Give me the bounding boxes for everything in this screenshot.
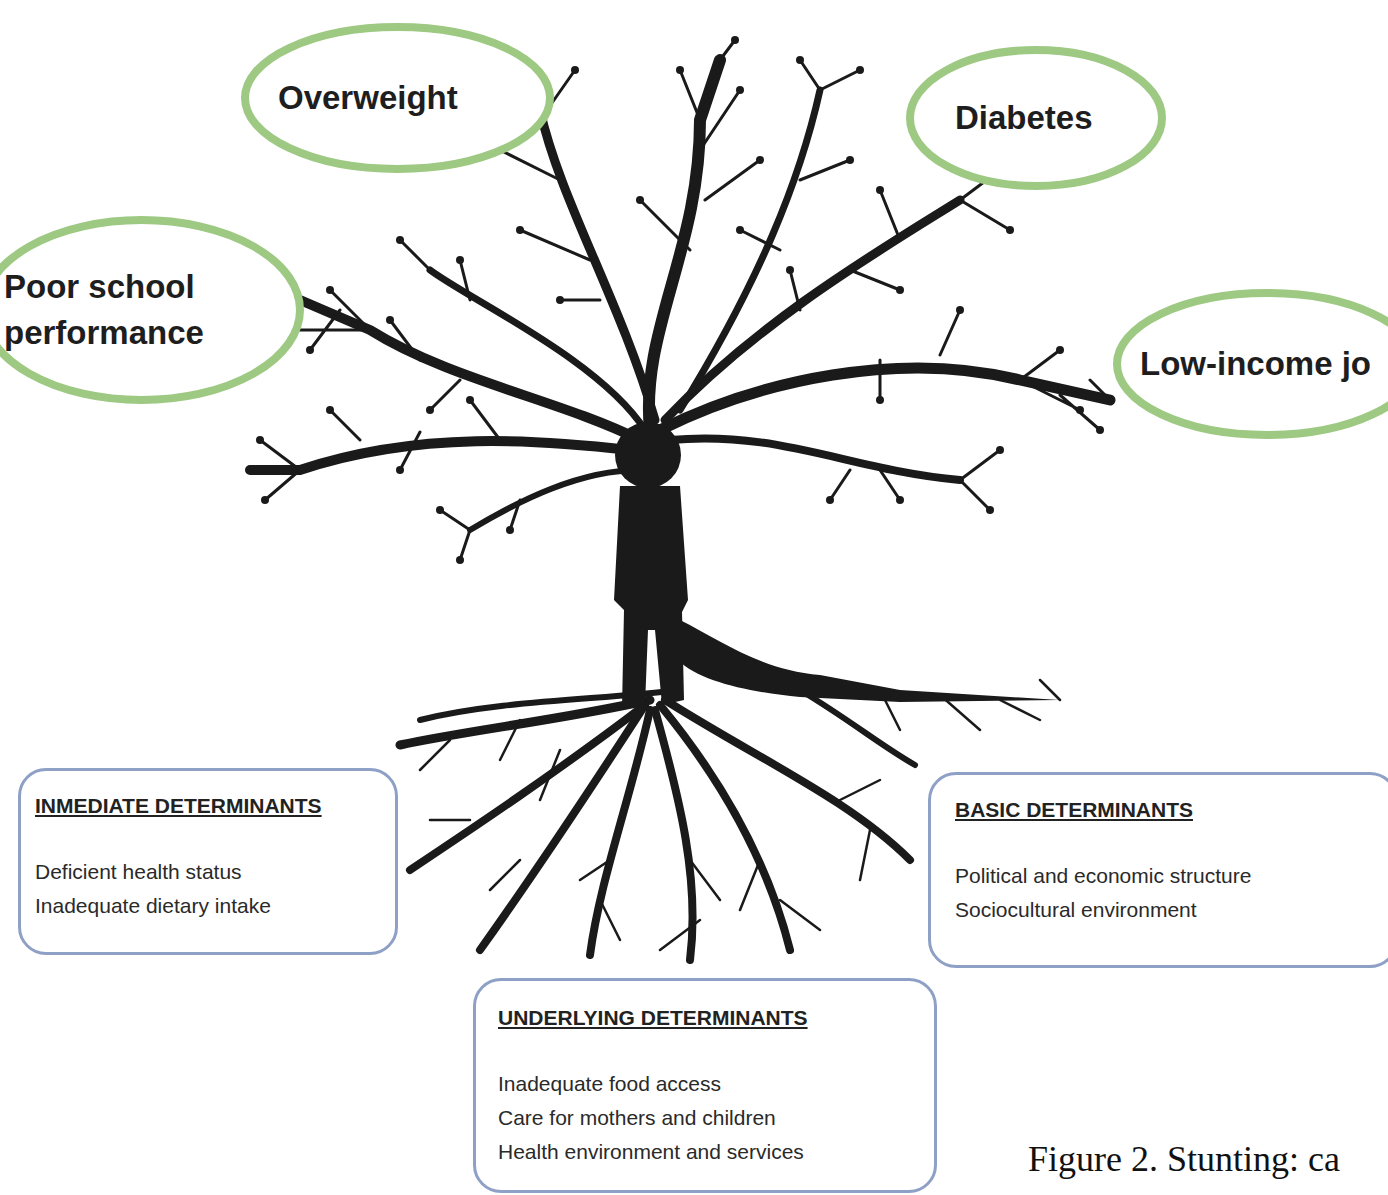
outcome-label: Diabetes [955,95,1093,141]
box-item: Inadequate dietary intake [35,889,381,923]
outcome-label: Low-income jo [1140,341,1371,387]
box-item: Health environment and services [498,1135,912,1169]
determinant-box: BASIC DETERMINANTS Political and economic… [928,772,1388,968]
determinant-box: INMEDIATE DETERMINANTS Deficient health s… [18,768,398,955]
ellipse-outline [0,215,305,405]
ellipse-outline [245,27,550,169]
figure-caption: Figure 2. Stunting: ca [1028,1138,1340,1180]
box-heading: INMEDIATE DETERMINANTS [35,793,381,819]
box-item: Inadequate food access [498,1067,912,1101]
determinant-box: UNDERLYING DETERMINANTS Inadequate food a… [473,978,937,1193]
outcome-ellipse: Low-income jo [1112,288,1388,440]
box-item: Political and economic structure [955,859,1371,893]
outcome-label: Poor school performance [4,264,214,356]
box-heading: BASIC DETERMINANTS [955,797,1371,823]
outcome-label: Overweight [278,75,458,121]
box-item: Deficient health status [35,855,381,889]
ellipse-outline [0,220,300,400]
outcome-ellipse: Overweight [240,22,555,174]
ellipse-outline [910,50,1162,186]
outcome-ellipse: Poor school performance [0,215,305,405]
box-heading: UNDERLYING DETERMINANTS [498,1005,912,1031]
box-item: Sociocultural environment [955,893,1371,927]
box-item: Care for mothers and children [498,1101,912,1135]
outcome-ellipse: Diabetes [905,45,1167,191]
ellipse-outline [1117,293,1388,435]
